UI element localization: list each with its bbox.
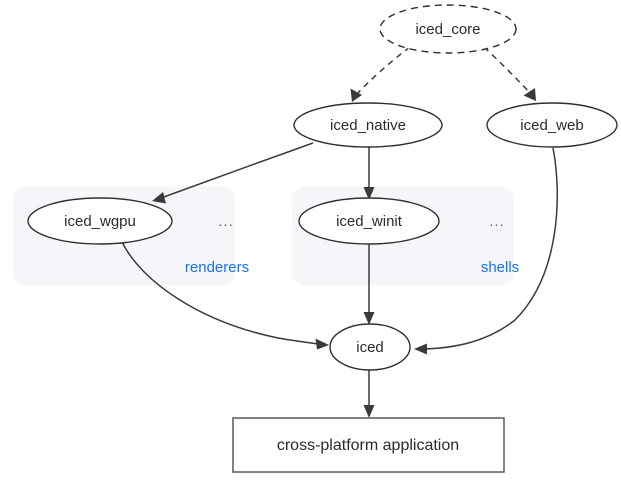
node-iced-core[interactable]: iced_core bbox=[379, 4, 517, 54]
node-iced-wgpu[interactable]: iced_wgpu bbox=[27, 197, 173, 245]
cluster-shells-ellipsis: ... bbox=[489, 213, 505, 230]
node-iced[interactable]: iced bbox=[329, 323, 411, 371]
node-iced-wgpu-label: iced_wgpu bbox=[64, 213, 136, 230]
edge-iced-core-to-iced-native bbox=[350, 46, 411, 102]
cluster-shells-label: shells bbox=[481, 259, 519, 276]
cluster-renderers-label: renderers bbox=[185, 259, 249, 276]
edge-iced-to-app bbox=[363, 370, 375, 418]
edge-iced-web-to-iced bbox=[414, 147, 559, 355]
edge-iced-core-to-iced-web bbox=[483, 46, 536, 101]
node-iced-web-label: iced_web bbox=[520, 117, 583, 134]
node-iced-winit-label: iced_winit bbox=[336, 213, 403, 230]
node-iced-core-label: iced_core bbox=[415, 21, 480, 38]
edge-iced-wgpu-to-iced bbox=[121, 241, 329, 350]
node-iced-native[interactable]: iced_native bbox=[293, 102, 443, 148]
edge-iced-native-to-iced-wgpu bbox=[152, 142, 314, 204]
node-iced-label: iced bbox=[356, 339, 384, 356]
edge-iced-winit-to-iced bbox=[363, 244, 375, 325]
node-iced-native-label: iced_native bbox=[330, 117, 406, 134]
cluster-renderers-ellipsis: ... bbox=[218, 213, 234, 230]
edge-iced-native-to-iced-winit bbox=[363, 147, 375, 200]
node-app-label: cross-platform application bbox=[277, 437, 459, 454]
node-cross-platform-application[interactable]: cross-platform application bbox=[232, 417, 505, 473]
node-iced-winit[interactable]: iced_winit bbox=[298, 197, 440, 245]
node-iced-web[interactable]: iced_web bbox=[486, 102, 618, 148]
